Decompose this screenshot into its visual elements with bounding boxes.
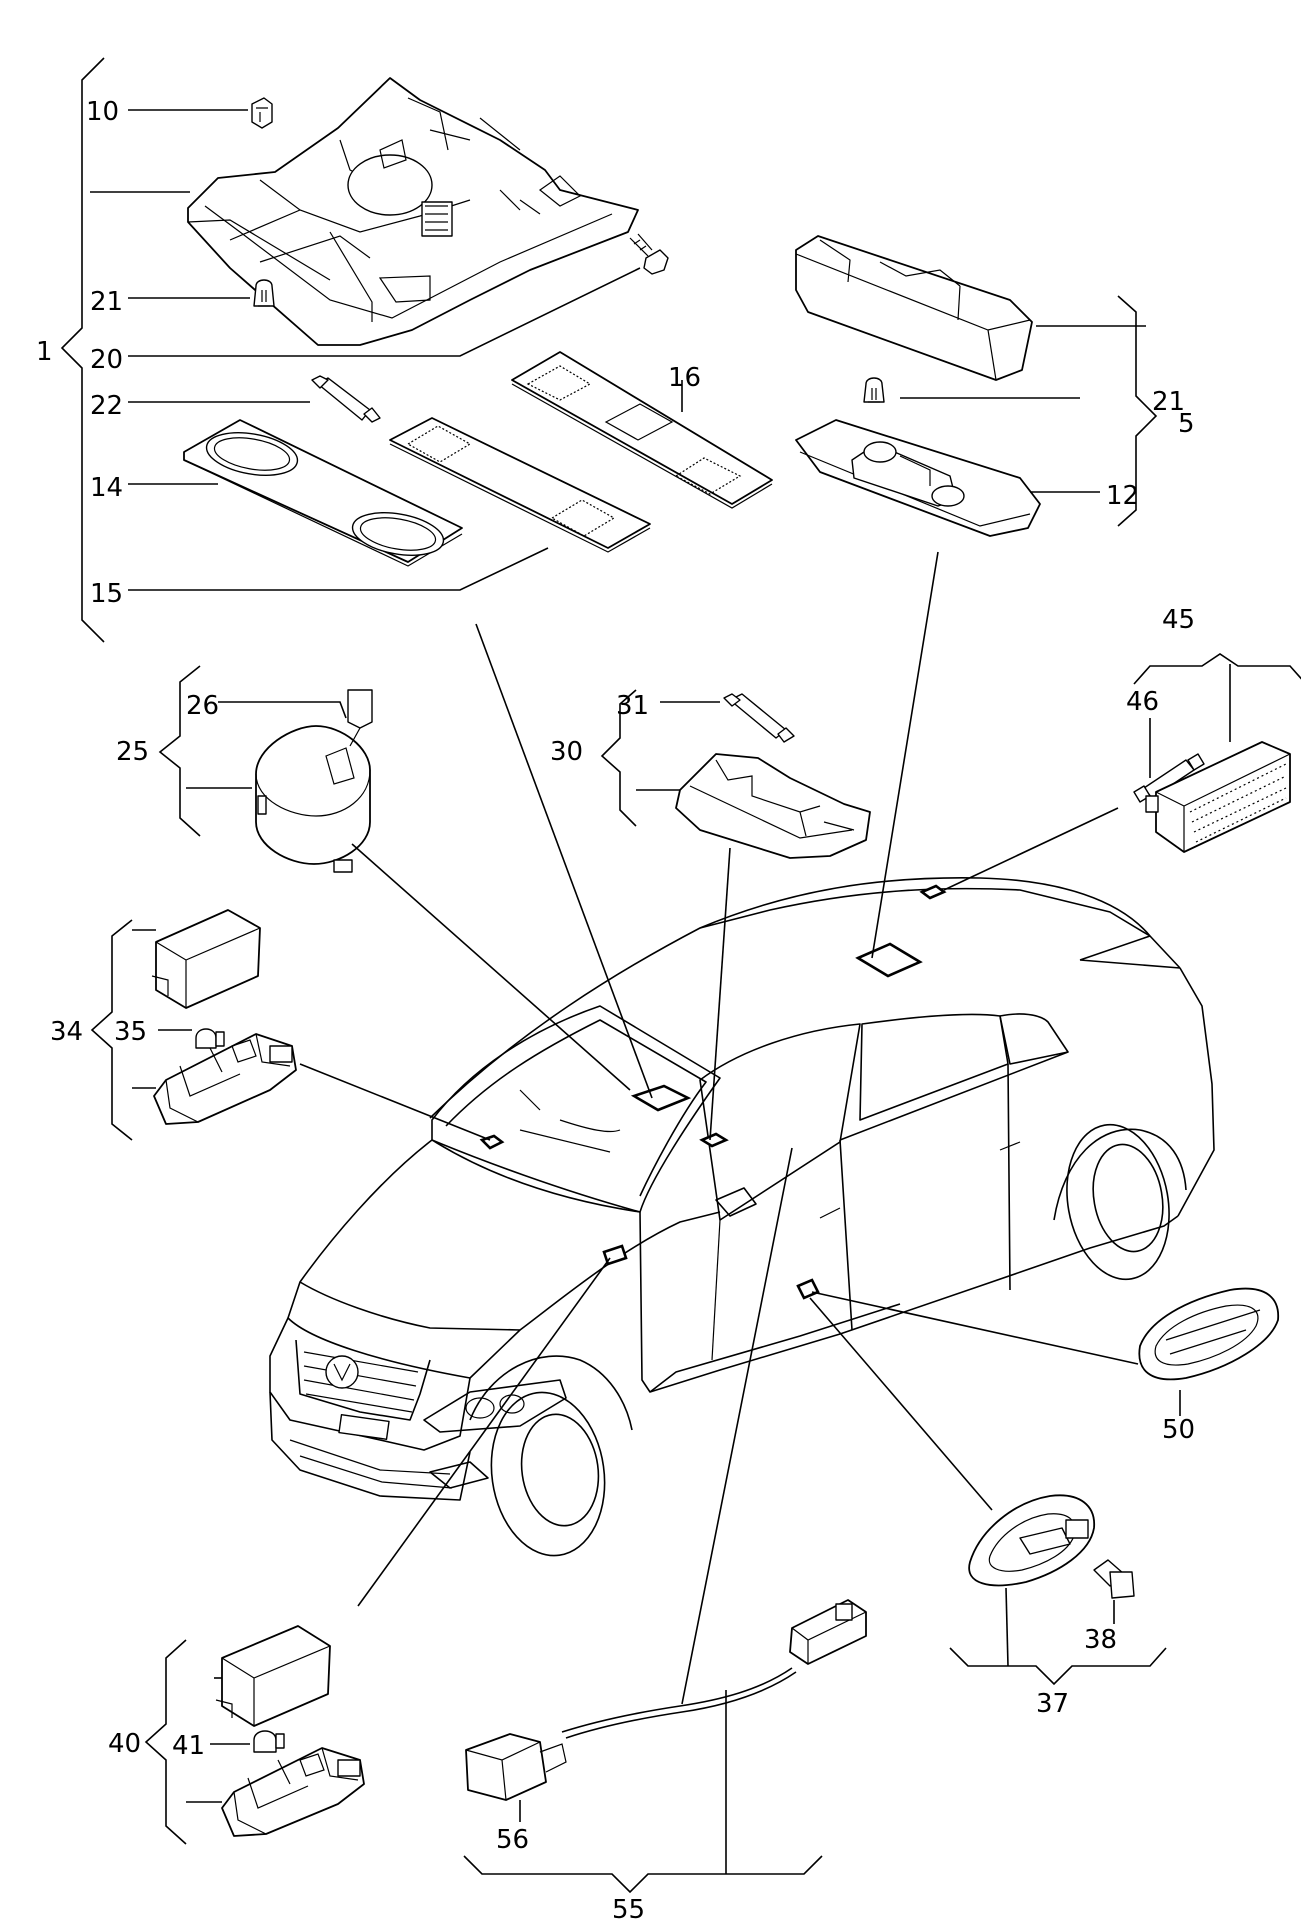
callout-55: 55	[612, 1895, 645, 1920]
callout-21-right: 21	[1152, 387, 1185, 417]
callout-20: 20	[90, 345, 123, 375]
callout-21-left: 21	[90, 287, 123, 317]
callout-45: 45	[1162, 605, 1195, 635]
courtesy-light-part-30	[675, 753, 871, 859]
callout-14: 14	[90, 473, 123, 503]
callout-5: 5	[1178, 409, 1195, 439]
callout-26: 26	[186, 691, 219, 721]
callout-30: 30	[550, 737, 583, 767]
bracket-group-34	[90, 919, 133, 1141]
callout-35: 35	[114, 1017, 147, 1047]
bracket-group-30	[600, 689, 637, 827]
clip-part-10	[251, 97, 273, 129]
lamp-housing-part-40	[221, 1747, 365, 1837]
callout-15: 15	[90, 579, 123, 609]
callout-40: 40	[108, 1729, 141, 1759]
bracket-group-5	[1117, 295, 1158, 527]
bulb-part-35	[195, 1028, 225, 1049]
callout-34: 34	[50, 1017, 83, 1047]
car-body	[269, 877, 1215, 1557]
festoon-bulb-part-46	[1133, 753, 1205, 803]
callout-50: 50	[1162, 1415, 1195, 1445]
lens-plate-part-14	[183, 419, 463, 567]
callout-1: 1	[36, 337, 53, 367]
bulb-part-21-right	[863, 377, 885, 403]
bulb-part-41	[253, 1730, 285, 1753]
connector-part-56	[465, 1733, 567, 1801]
pad-part-15	[389, 417, 651, 553]
roof-console-housing	[187, 77, 639, 346]
callout-31: 31	[616, 691, 649, 721]
bracket-group-37	[949, 1647, 1167, 1686]
bulb-part-31	[723, 693, 795, 743]
callout-41: 41	[172, 1731, 205, 1761]
callout-46: 46	[1126, 687, 1159, 717]
callout-25: 25	[116, 737, 149, 767]
switch-part-25	[255, 725, 371, 873]
pad-part-16	[511, 351, 773, 509]
wiring-harness-part-55	[561, 1599, 867, 1739]
switch-box-part-34	[151, 909, 261, 1009]
callout-22: 22	[90, 391, 123, 421]
bracket-group-55	[463, 1855, 823, 1894]
callout-numbers: 10 21 1 20 22 14 15 16 21 5 12 45 46 26 …	[36, 97, 1195, 1920]
screw-part-20	[629, 233, 669, 275]
bulb-part-21-left	[253, 279, 275, 307]
festoon-bulb-part-22	[311, 375, 381, 423]
door-light-part-37	[968, 1494, 1095, 1587]
bracket-group-1	[60, 57, 105, 643]
trunk-light-part-45	[1145, 741, 1291, 853]
reading-light-part-12	[795, 419, 1041, 537]
lamp-housing-part-34	[153, 1033, 297, 1125]
handle-light-part-50	[1138, 1287, 1279, 1381]
bracket-group-45	[1133, 653, 1301, 685]
callout-38: 38	[1084, 1625, 1117, 1655]
callout-16: 16	[668, 363, 701, 393]
callout-37: 37	[1036, 1689, 1069, 1719]
reading-light-cover	[795, 235, 1033, 381]
connector-part-26	[347, 689, 373, 747]
switch-box-part-40	[215, 1625, 331, 1727]
bracket-group-25	[158, 665, 201, 837]
leader-lines	[90, 109, 1231, 1874]
bracket-group-40	[144, 1639, 187, 1845]
callout-10: 10	[86, 97, 119, 127]
callout-56: 56	[496, 1825, 529, 1855]
callout-12: 12	[1106, 481, 1139, 511]
bulb-part-38	[1093, 1559, 1135, 1599]
